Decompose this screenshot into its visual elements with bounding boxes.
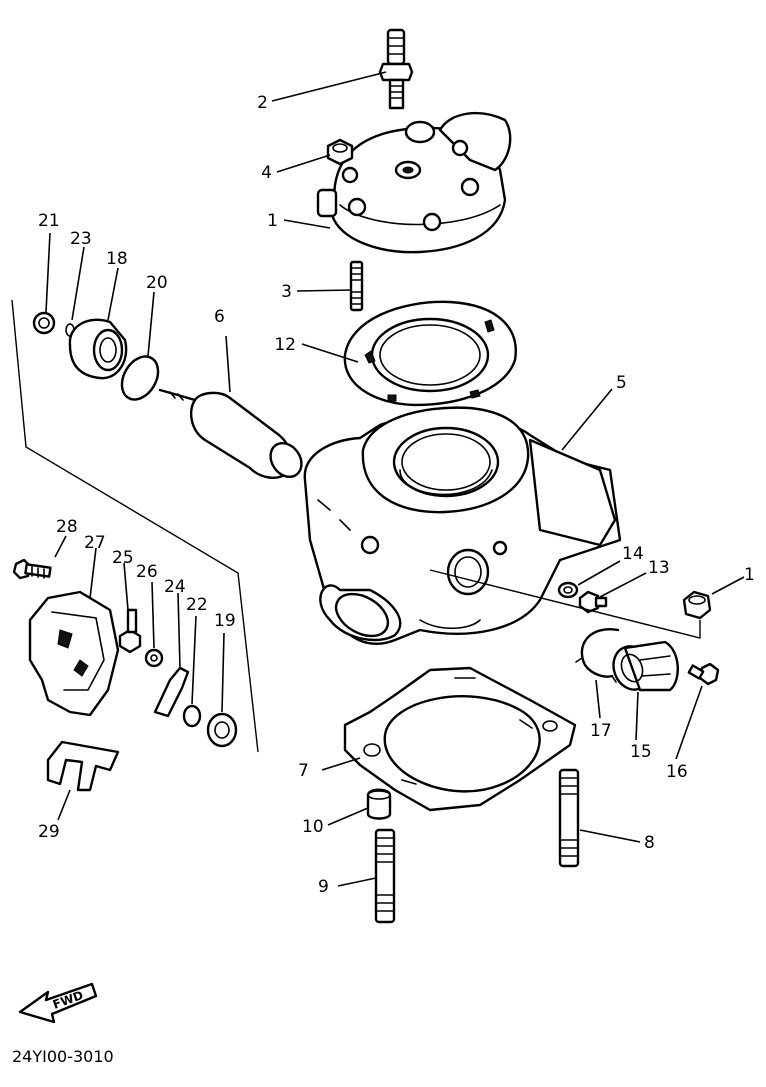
group-boundary-left	[11, 299, 259, 753]
callout-9: 9	[318, 877, 329, 897]
part-bolt-13	[578, 590, 608, 614]
callout-10: 10	[302, 817, 324, 837]
group-boundary-right	[429, 569, 701, 639]
callout-6: 6	[214, 307, 225, 327]
callout-22: 22	[186, 595, 208, 615]
callout-5: 5	[616, 373, 627, 393]
part-lever	[153, 666, 190, 718]
part-bolt-25	[118, 608, 142, 654]
part-base-gasket	[343, 666, 577, 812]
callout-17: 17	[590, 721, 612, 741]
callout-14: 14	[622, 544, 644, 564]
part-stud-bolt-short	[349, 260, 364, 312]
part-circlip	[575, 628, 620, 683]
part-dowel-pin	[366, 788, 392, 820]
callout-18: 18	[106, 249, 128, 269]
callout-27: 27	[84, 533, 106, 553]
callout-26: 26	[136, 562, 158, 582]
part-cylinder	[303, 406, 622, 645]
callout-21: 21	[38, 211, 60, 231]
part-housing-cover	[68, 318, 128, 380]
callout-16: 16	[666, 762, 688, 782]
part-stud-bolt-8	[558, 768, 580, 868]
leader-lines	[45, 71, 745, 887]
part-cap-right	[682, 590, 712, 620]
callout-29: 29	[38, 822, 60, 842]
part-oil-seal	[206, 712, 238, 748]
callout-28: 28	[56, 517, 78, 537]
callout-3: 3	[281, 282, 292, 302]
part-o-ring-20	[120, 355, 160, 401]
callout-8: 8	[644, 833, 655, 853]
callout-24: 24	[164, 577, 186, 597]
callout-1-head: 1	[267, 211, 278, 231]
diagram-code: 24YI00-3010	[12, 1047, 114, 1066]
callout-4: 4	[261, 163, 272, 183]
callout-20: 20	[146, 273, 168, 293]
callout-7: 7	[298, 761, 309, 781]
part-stud-bolt-9	[374, 828, 396, 924]
callout-25: 25	[112, 548, 134, 568]
part-head-nut	[326, 138, 354, 166]
part-bolt-16	[687, 662, 720, 686]
callout-2: 2	[257, 93, 268, 113]
callout-19: 19	[214, 611, 236, 631]
part-cylinder-head	[316, 112, 512, 254]
callout-23: 23	[70, 229, 92, 249]
part-exhaust-joint	[612, 640, 679, 692]
part-cap-21	[32, 311, 56, 335]
part-washer	[557, 581, 579, 599]
part-washer-26	[144, 648, 164, 668]
part-valve-shaft	[158, 388, 303, 479]
callout-15: 15	[630, 742, 652, 762]
part-holder-cover	[28, 590, 120, 717]
callout-1-right: 1	[744, 565, 755, 585]
part-head-gasket	[343, 300, 517, 407]
callout-13: 13	[648, 558, 670, 578]
part-bolt-28	[12, 558, 52, 580]
callout-12: 12	[274, 335, 296, 355]
part-collar	[182, 704, 202, 728]
fwd-arrow-icon: FWD	[18, 982, 98, 1024]
part-bracket	[46, 740, 120, 792]
part-spark-plug	[378, 28, 414, 110]
